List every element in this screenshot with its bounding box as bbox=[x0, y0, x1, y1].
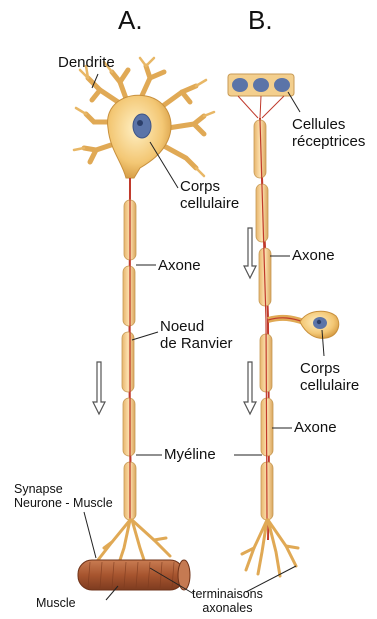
label-axone-b-bottom: Axone bbox=[294, 419, 337, 436]
panel-title-b: B. bbox=[248, 6, 273, 36]
muscle-a bbox=[78, 560, 190, 590]
label-myeline: Myéline bbox=[164, 446, 216, 463]
label-axone-a: Axone bbox=[158, 257, 201, 274]
axon-terminals-b bbox=[242, 520, 298, 576]
receptor-cells-b bbox=[228, 74, 294, 118]
label-muscle: Muscle bbox=[36, 596, 76, 610]
label-dendrite: Dendrite bbox=[58, 54, 115, 71]
myelin-segments-a bbox=[122, 200, 136, 520]
nucleus-a bbox=[133, 114, 151, 138]
panel-title-a: A. bbox=[118, 6, 143, 36]
arrow-down-icon-a bbox=[93, 362, 105, 414]
label-axone-b-top: Axone bbox=[292, 247, 335, 264]
arrow-down-icon-b-bottom bbox=[244, 362, 256, 414]
axon-terminals-a bbox=[98, 520, 170, 566]
arrow-down-icon-b-top bbox=[244, 228, 256, 278]
